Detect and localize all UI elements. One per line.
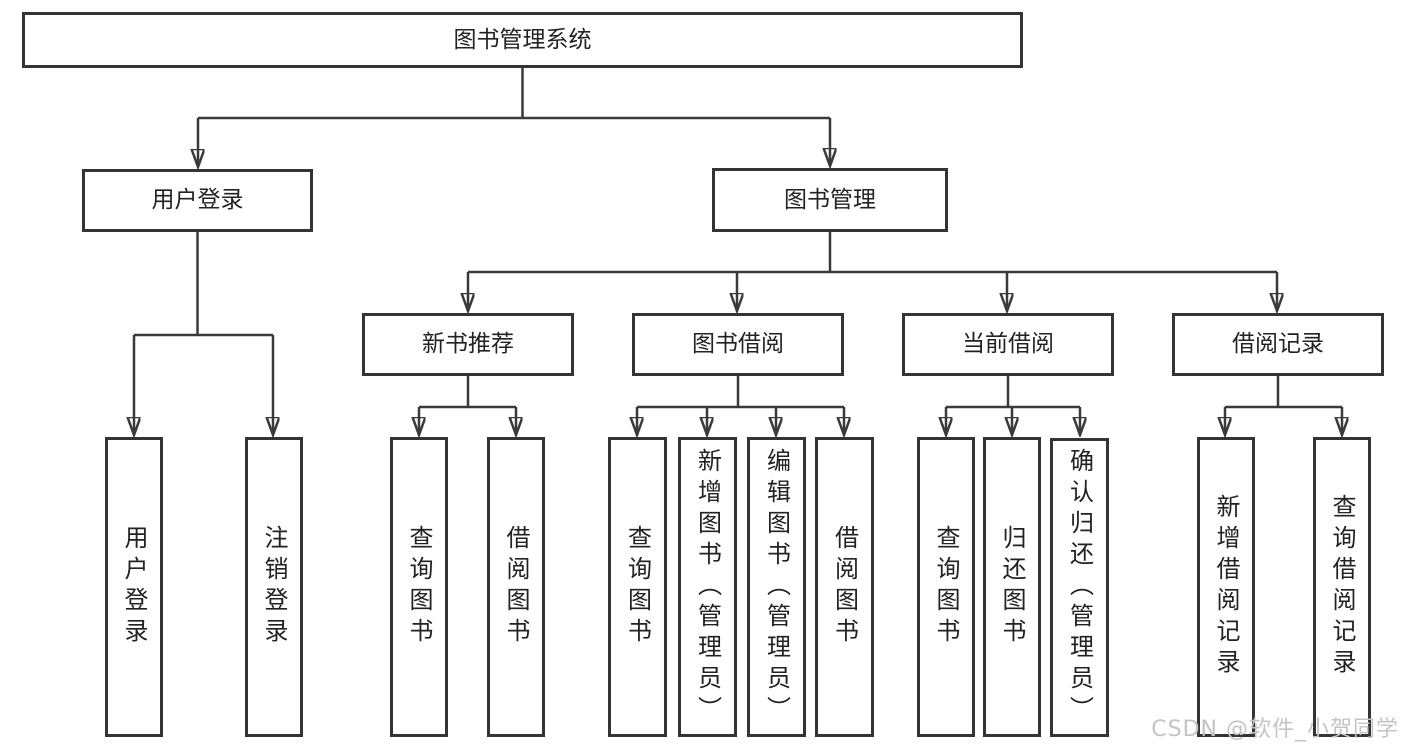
leaf-confirm-return-admin: 确认归还（管理员） (1050, 438, 1109, 737)
connector-user-login-to-leaves (134, 232, 273, 435)
node-current-borrow: 当前借阅 (902, 313, 1114, 376)
leaf-add-book-admin: 新增图书（管理员） (678, 437, 737, 737)
node-book-management: 图书管理 (712, 168, 948, 232)
node-book-borrow: 图书借阅 (632, 313, 844, 376)
leaf-query-borrow-record: 查询借阅记录 (1313, 437, 1371, 737)
csdn-watermark: CSDN @软件_小贺同学 (1151, 717, 1399, 742)
node-borrow-records: 借阅记录 (1172, 313, 1384, 376)
connector-root-to-level2 (198, 68, 830, 167)
leaf-return-book: 归还图书 (983, 437, 1041, 737)
connector-current-borrow-to-leaves (946, 376, 1080, 435)
leaf-query-books-recommend: 查询图书 (390, 437, 448, 737)
leaf-edit-book-admin: 编辑图书（管理员） (747, 437, 806, 737)
leaf-user-login: 用户登录 (105, 437, 163, 737)
connector-borrow-records-to-leaves (1225, 376, 1342, 435)
leaf-query-books-current: 查询图书 (917, 437, 975, 737)
node-new-book-recommend: 新书推荐 (362, 313, 574, 376)
node-user-login: 用户登录 (82, 169, 313, 232)
leaf-borrow-books: 借阅图书 (815, 437, 874, 737)
leaf-query-books-borrow: 查询图书 (608, 437, 667, 737)
leaf-borrow-books-recommend: 借阅图书 (487, 437, 545, 737)
connector-book-borrow-to-leaves (637, 376, 844, 435)
leaf-logout: 注销登录 (245, 437, 303, 737)
node-root-library-system: 图书管理系统 (22, 12, 1023, 68)
connector-new-book-recommend-to-leaves (419, 376, 516, 435)
connector-book-management-to-level3 (468, 232, 1277, 311)
leaf-add-borrow-record: 新增借阅记录 (1197, 437, 1255, 737)
